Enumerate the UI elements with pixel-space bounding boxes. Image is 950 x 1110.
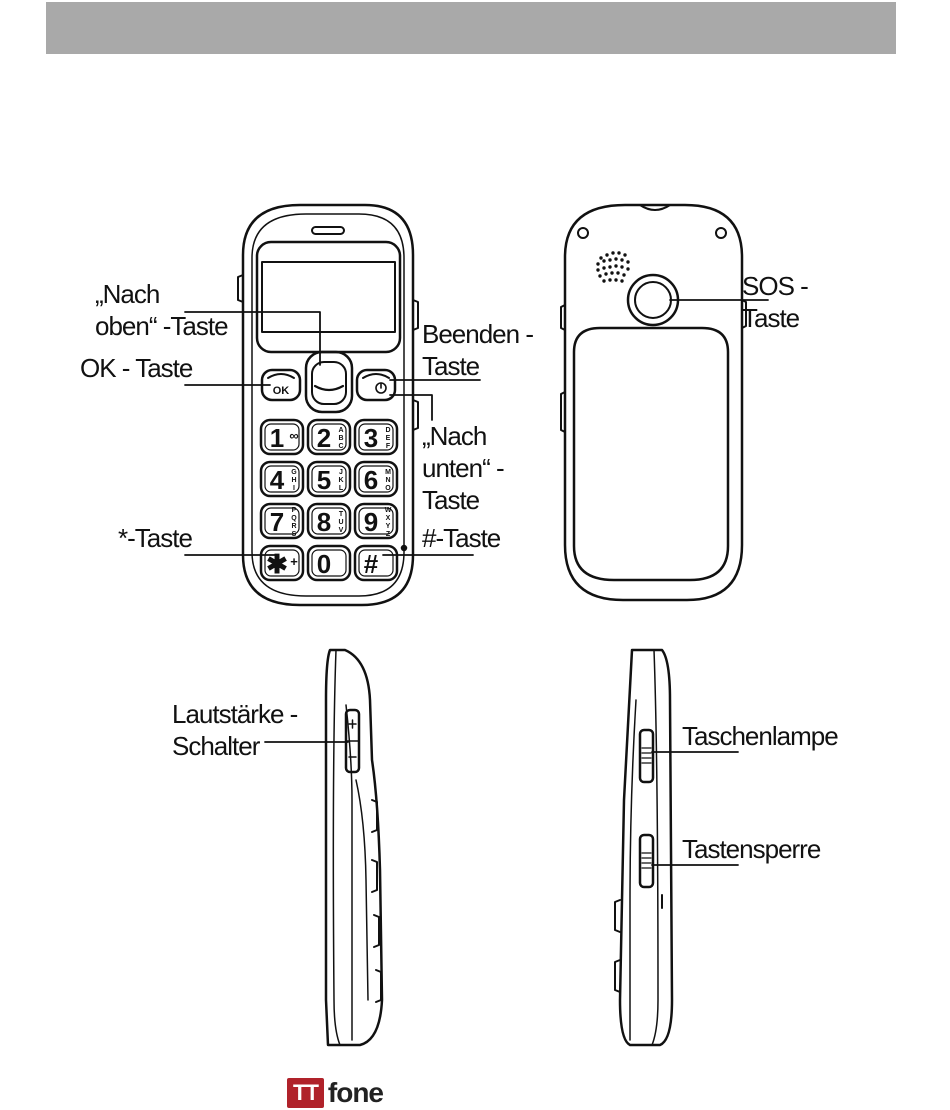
key-letter: W	[385, 507, 392, 514]
keylock-switch	[640, 835, 653, 887]
label-down-key-line3: Taste	[422, 484, 504, 516]
key-digit: 0	[317, 549, 331, 579]
label-sos-key-line1: SOS -	[742, 270, 808, 302]
key-digit: 1	[270, 423, 284, 453]
key-12: #	[355, 546, 397, 580]
key-digit: 5	[317, 465, 331, 495]
ttfone-logo: TT fone	[287, 1076, 383, 1110]
speaker-grille	[596, 251, 629, 282]
key-letter: F	[386, 443, 391, 450]
label-flashlight: Taschenlampe	[682, 720, 838, 752]
key-letter: N	[385, 477, 390, 484]
key-1: 1∞	[261, 420, 303, 454]
key-digit: 7	[270, 507, 284, 537]
label-up-key-line2: oben“ -Taste	[95, 310, 228, 342]
key-digit: 4	[270, 465, 285, 495]
key-letter: Y	[386, 523, 391, 530]
ok-key-text: OK	[273, 385, 290, 397]
label-sos-key: SOS - Taste	[742, 270, 808, 334]
key-letter: I	[293, 485, 295, 492]
key-letter: S	[292, 531, 297, 538]
key-10: ✱+	[261, 546, 303, 580]
key-letter: V	[339, 527, 344, 534]
key-letter: Z	[386, 531, 391, 538]
label-sos-key-line2: Taste	[742, 302, 808, 334]
key-letter: ∞	[289, 428, 298, 443]
key-letter: G	[291, 469, 297, 476]
label-down-key-line1: „Nach	[422, 420, 504, 452]
key-digit: ✱	[266, 549, 288, 579]
key-digit: 3	[364, 423, 378, 453]
key-digit: 2	[317, 423, 331, 453]
label-keylock: Tastensperre	[682, 833, 820, 865]
key-digit: 9	[364, 507, 378, 537]
key-letter: C	[338, 443, 343, 450]
label-star-key: *-Taste	[118, 522, 192, 554]
label-down-key: „Nach unten“ - Taste	[422, 420, 504, 516]
label-volume-switch: Lautstärke - Schalter	[172, 698, 297, 762]
phone-back	[561, 205, 746, 600]
phone-side-left	[326, 650, 382, 1045]
key-letter: +	[290, 554, 298, 569]
key-5: 5 JKL	[308, 462, 350, 496]
key-11: 0	[308, 546, 350, 580]
label-end-key-line2: Taste	[422, 350, 533, 382]
key-letter: O	[385, 485, 391, 492]
key-8: 8 TUV	[308, 504, 350, 538]
key-letter: X	[386, 515, 391, 522]
key-digit: 6	[364, 465, 378, 495]
label-end-key-line1: Beenden -	[422, 318, 533, 350]
key-letter: J	[339, 469, 343, 476]
key-letter: R	[291, 523, 296, 530]
key-digit: #	[364, 549, 379, 579]
key-letter: L	[339, 485, 344, 492]
key-letter: U	[338, 519, 343, 526]
key-letter: E	[386, 435, 391, 442]
label-volume-line2: Schalter	[172, 730, 297, 762]
key-letter: D	[385, 427, 390, 434]
label-up-key-line1: „Nach	[95, 278, 228, 310]
key-letter: B	[338, 435, 343, 442]
phone-side-right	[615, 650, 672, 1045]
logo-word: fone	[328, 1077, 383, 1109]
label-end-key: Beenden - Taste	[422, 318, 533, 382]
key-letter: H	[291, 477, 296, 484]
flashlight-switch	[640, 730, 653, 782]
label-hash-key: #-Taste	[422, 522, 500, 554]
label-ok-key: OK - Taste	[80, 352, 192, 384]
key-letter: A	[338, 427, 343, 434]
label-down-key-line2: unten“ -	[422, 452, 504, 484]
key-letter: T	[339, 511, 344, 518]
label-up-key: „Nach oben“ -Taste	[95, 278, 228, 342]
key-letter: K	[338, 477, 343, 484]
key-letter: Q	[291, 515, 297, 522]
key-digit: 8	[317, 507, 331, 537]
key-letter: M	[385, 469, 391, 476]
key-letter: P	[292, 507, 297, 514]
label-volume-line1: Lautstärke -	[172, 698, 297, 730]
logo-badge: TT	[287, 1078, 324, 1108]
